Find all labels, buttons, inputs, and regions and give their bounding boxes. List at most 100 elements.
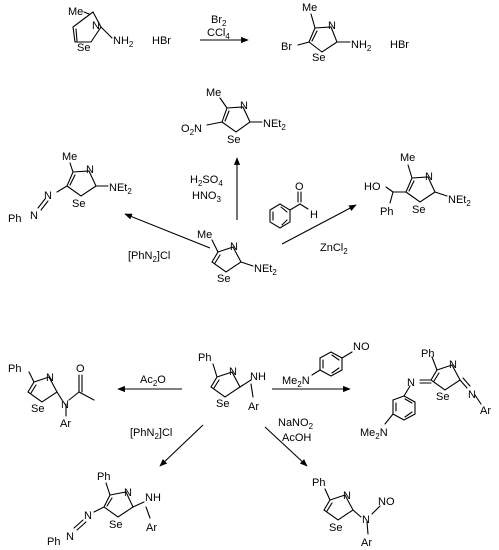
amide-nitrogen-label: N xyxy=(61,399,69,411)
arrow-nitrosation: NaNO2 AcOH xyxy=(264,417,314,467)
methyl-label: Me xyxy=(400,152,415,164)
selenium-label: Se xyxy=(216,398,229,410)
phenyl-label-2: Ph xyxy=(47,536,60,548)
ring-nitrogen-label: N xyxy=(92,20,100,32)
azo-nitrogen-2: N xyxy=(30,210,38,222)
molecule-azoselenazole: Me N Se N N Ph NEt2 xyxy=(8,151,132,225)
methyl-label: Me xyxy=(302,2,317,14)
diethylamino-label: NEt2 xyxy=(254,263,277,277)
azo-nitrogen-1: N xyxy=(84,510,92,522)
ring-nitrogen-label: N xyxy=(86,164,94,176)
bromine-label: Br xyxy=(281,41,292,53)
arrow-azo-coupling: [PhN2]Cl xyxy=(124,213,211,264)
molecule-carbinolselenazole: Me N Se HO Ph NEt2 xyxy=(364,152,471,218)
molecule-diethylaminoselenazole: Me N Se NEt2 xyxy=(197,229,277,285)
ring-nitrogen-label: N xyxy=(240,100,248,112)
phenyl-label: Ph xyxy=(198,352,211,364)
exocyclic-imine-nitrogen: N xyxy=(468,389,476,401)
ring-nitrogen-label: N xyxy=(46,372,54,384)
azo-nitrogen-2: N xyxy=(66,531,74,543)
salt-label: HBr xyxy=(152,35,171,47)
reagent-ccl4: CCl4 xyxy=(207,27,230,41)
benzaldehyde-structure: O H xyxy=(269,181,318,229)
nitro-label: O2N xyxy=(181,123,202,137)
selenium-label: Se xyxy=(77,42,90,54)
diethylamino-label: NEt2 xyxy=(109,182,132,196)
phenyl-label: Ph xyxy=(380,206,393,218)
phenyl-label: Ph xyxy=(97,471,110,483)
diethylamino-label: NEt2 xyxy=(448,194,471,208)
arrow-nitration: H2SO4 HNO3 xyxy=(190,157,241,220)
aryl-label: Ar xyxy=(60,418,71,430)
nitroso-dimethylaniline-structure: NO Me2N xyxy=(282,341,370,389)
arrow-acetylation: Ac2O xyxy=(117,374,182,393)
selenium-label: Se xyxy=(72,198,85,210)
nitroso-group-label: NO xyxy=(353,341,370,353)
molecule-acetylselenazole: Ph N Se N Ar O xyxy=(8,363,95,430)
arrow-ehrlich-sachs: NO Me2N xyxy=(272,341,370,393)
selenium-label: Se xyxy=(31,403,44,415)
molecule-nitroselenazole: Me N Se O2N NEt2 xyxy=(181,87,286,146)
reagent-acoh: AcOH xyxy=(282,432,311,444)
aldehyde-hydrogen: H xyxy=(310,209,318,221)
aryl-label: Ar xyxy=(361,537,372,549)
methyl-label: Me xyxy=(68,6,83,18)
molecule-aminoselenazole-hbr: Me N Se NH2 HBr xyxy=(68,6,171,54)
selenium-label: Se xyxy=(227,134,240,146)
phenyl-label: Ph xyxy=(421,348,434,360)
phenyl-label: Ph xyxy=(8,363,21,375)
aryl-label: Ar xyxy=(248,401,259,413)
ring-nitrogen-label: N xyxy=(230,241,238,253)
selenium-label: Se xyxy=(436,391,449,403)
nitroso-label: NO xyxy=(378,496,395,508)
molecule-bromoselenazole-hbr: Me N Se Br NH2 HBr xyxy=(281,2,409,64)
aryl-imine-nitrogen: N xyxy=(407,377,415,389)
nh-label: NH xyxy=(250,371,266,383)
aryl-label: Ar xyxy=(480,405,491,417)
amine-label: NH2 xyxy=(351,39,372,53)
molecule-iminoselenazole: Ph N Se N Ar N Me2N xyxy=(360,348,491,441)
dimethylamino-label: Me2N xyxy=(360,427,388,441)
methyl-label: Me xyxy=(206,87,221,99)
arrow-azo-coupling-aryl: [PhN2]Cl xyxy=(130,424,204,467)
selenium-label: Se xyxy=(412,204,425,216)
ring-nitrogen-label: N xyxy=(449,359,457,371)
arrow-hydroxyalkylation: O H ZnCl2 xyxy=(269,181,357,256)
ring-nitrogen-label: N xyxy=(124,487,132,499)
arrow-bromination: Br2 CCl4 xyxy=(200,14,249,44)
salt-label: HBr xyxy=(390,39,409,51)
nh-label: NH xyxy=(145,492,161,504)
dimethylamino-label: Me2N xyxy=(282,375,310,389)
azo-nitrogen-1: N xyxy=(44,190,52,202)
molecule-arylaminoselenazole: Ph N Se NH Ar xyxy=(198,352,266,413)
molecule-arylazoselenazole: Ph N Se NH Ar N N Ph xyxy=(47,471,161,548)
ring-nitrogen-label: N xyxy=(229,366,237,378)
aryl-label: Ar xyxy=(146,522,157,534)
ring-nitrogen-label: N xyxy=(343,490,351,502)
phenyl-label: Ph xyxy=(312,477,325,489)
phenyl-label: Ph xyxy=(8,213,21,225)
diethylamino-label: NEt2 xyxy=(263,118,286,132)
methyl-label: Me xyxy=(62,151,77,163)
amine-label: NH2 xyxy=(113,35,134,49)
selenium-label: Se xyxy=(329,522,342,534)
reagent-hno3: HNO3 xyxy=(192,190,221,204)
reagent-phn2cl-2: [PhN2]Cl xyxy=(130,427,172,441)
reagent-h2so4: H2SO4 xyxy=(190,174,223,188)
molecule-nitrososelenazole: Ph N Se N NO Ar xyxy=(312,477,395,549)
reagent-ac2o: Ac2O xyxy=(140,374,166,388)
methyl-label: Me xyxy=(197,229,212,241)
reagent-br2: Br2 xyxy=(211,14,227,28)
selenium-label: Se xyxy=(109,519,122,531)
ring-nitrogen-label: N xyxy=(328,20,336,32)
ring-nitrogen-label: N xyxy=(425,171,433,183)
carbonyl-oxygen: O xyxy=(76,363,85,375)
reagent-phn2cl: [PhN2]Cl xyxy=(128,250,170,264)
reagent-zncl2: ZnCl2 xyxy=(320,242,348,256)
nitrosamine-nitrogen: N xyxy=(362,514,370,526)
reagent-nano2: NaNO2 xyxy=(278,417,314,431)
selenium-label: Se xyxy=(312,52,325,64)
selenium-label: Se xyxy=(217,273,230,285)
aldehyde-oxygen: O xyxy=(295,181,304,193)
